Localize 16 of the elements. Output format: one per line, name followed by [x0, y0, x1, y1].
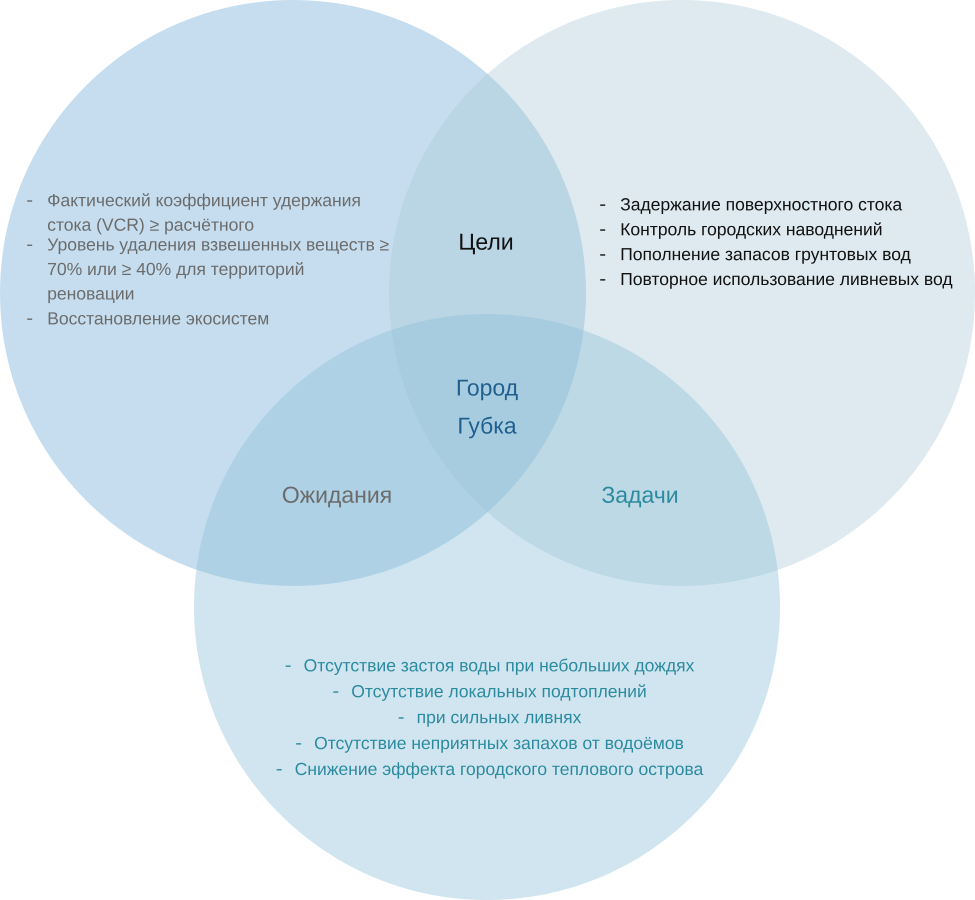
- list-item: Контроль городских наводнений: [600, 222, 882, 239]
- list-item: Пополнение запасов грунтовых вод: [600, 248, 910, 264]
- list-item: Снижение эффекта городского теплового острова: [276, 762, 704, 779]
- list-item: Фактический коэффициент удержания стока (VCR) ≥ расчётного: [27, 193, 360, 234]
- region-label: Задачи: [602, 486, 678, 508]
- list-item: Отсутствие локальных подтоплений: [333, 684, 646, 701]
- list-item: при сильных ливнях: [398, 714, 582, 727]
- region-label: Цели: [460, 234, 512, 254]
- list-item: Отсутствие застоя воды при небольших дождях: [286, 658, 694, 675]
- list-item: Задержание поверхностного стока: [600, 198, 902, 214]
- list-item: Повторное использование ливневых вод: [600, 273, 952, 289]
- region-label: Ожидания: [282, 486, 391, 508]
- list-item: Восстановление экосистем: [27, 312, 268, 325]
- region-label: Город Губка: [458, 380, 518, 438]
- list-item: Отсутствие неприятных запахов от водоёмов: [296, 736, 684, 753]
- list-item: Уровень удаления взвешенных веществ ≥ 70% или ≥ 40% для территорий реновации: [27, 238, 389, 304]
